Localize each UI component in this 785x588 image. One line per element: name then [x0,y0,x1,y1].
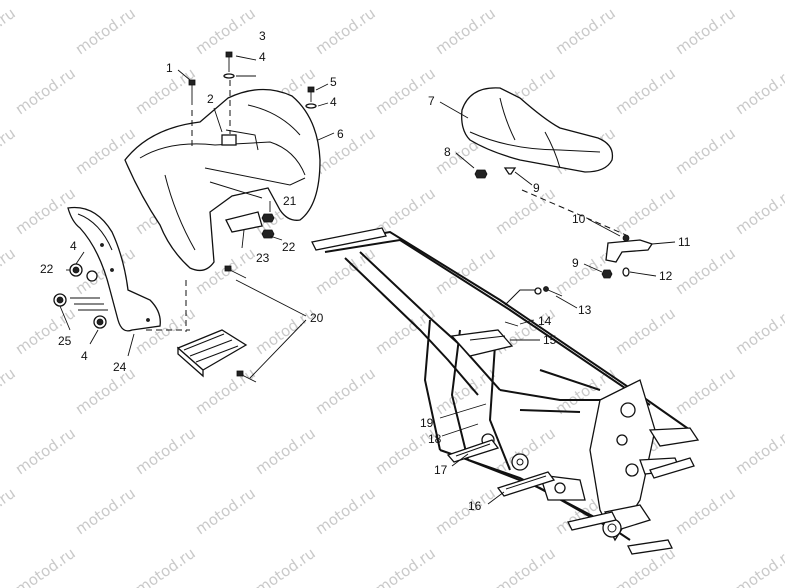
callout-17: 17 [434,463,448,477]
watermark-text: motod.ru [12,544,79,588]
watermark-text: motod.ru [252,544,319,588]
watermark-text: motod.ru [312,484,379,538]
watermark-text: motod.ru [432,244,499,298]
watermark-text: motod.ru [492,184,559,238]
watermark-text: motod.ru [192,484,259,538]
watermark-text: motod.ru [132,544,199,588]
rear-fender [124,88,321,272]
watermark-text: motod.ru [612,184,679,238]
callout-6: 6 [337,127,344,141]
watermark-text: motod.ru [732,304,785,358]
callout-20: 20 [310,311,324,325]
watermark-text: motod.ru [312,364,379,418]
callout-16: 16 [468,499,482,513]
watermark-text: motod.ru [732,64,785,118]
callout-24: 24 [113,360,127,374]
watermark-text: motod.ru [432,4,499,58]
callout-4: 4 [330,95,337,109]
watermark-text: motod.ru [12,424,79,478]
seat-latch [605,239,654,263]
watermark-text: motod.ru [732,424,785,478]
callout-18: 18 [428,432,442,446]
callout-14: 14 [538,314,552,328]
callout-8: 8 [444,145,451,159]
seat [461,87,614,173]
leader-lines [59,55,676,505]
watermark-text: motod.ru [72,484,139,538]
watermark-text: motod.ru [0,244,19,298]
watermark-text: motod.ru [72,364,139,418]
callout-7: 7 [428,94,435,108]
watermark-text: motod.ru [672,364,739,418]
watermark-text: motod.ru [492,304,559,358]
callout-23: 23 [256,251,270,265]
callout-2: 2 [207,92,214,106]
fender-flap [225,211,263,233]
watermark-text: motod.ru [732,544,785,588]
callout-11: 11 [678,235,691,249]
callout-9: 9 [533,181,540,195]
watermark-text: motod.ru [312,124,379,178]
callout-15: 15 [543,333,557,347]
watermark-text: motod.ru [372,64,439,118]
main-frame [311,227,700,542]
callout-4: 4 [259,50,266,64]
watermark-text: motod.ru [672,484,739,538]
callout-4: 4 [70,239,77,253]
footpegs [446,439,695,555]
watermark-text: motod.ru [72,124,139,178]
watermark-text: motod.ru [672,4,739,58]
footrest-plate [176,329,248,378]
callout-13: 13 [578,303,592,317]
callout-25: 25 [58,334,72,348]
watermark-text: motod.ru [492,544,559,588]
watermark-text: motod.ru [312,4,379,58]
watermark-text: motod.ru [252,424,319,478]
watermark-text: motod.ru [0,484,19,538]
watermark-text: motod.ru [372,544,439,588]
callout-12: 12 [659,269,673,283]
watermark-text: motod.ru [0,124,19,178]
watermark-text: motod.ru [72,4,139,58]
watermark-text: motod.ru [0,364,19,418]
watermark-text: motod.ru [192,4,259,58]
watermark-text: motod.ru [132,424,199,478]
watermark-text: motod.ru [312,244,379,298]
watermark-text: motod.ru [612,304,679,358]
watermark-text: motod.ru [612,64,679,118]
callout-9: 9 [572,256,579,270]
callout-3: 3 [259,29,266,43]
callout-19: 19 [420,416,434,430]
callout-21: 21 [283,194,297,208]
watermark-text: motod.ru [672,124,739,178]
watermark-text: motod.ru [552,4,619,58]
watermark-text: motod.ru [432,484,499,538]
watermark-text: motod.ru [12,64,79,118]
callout-numbers: 1 2 3 4 5 4 6 7 8 9 10 11 9 12 13 14 15 … [40,29,691,513]
watermark-text: motod.ru [732,184,785,238]
callout-4: 4 [81,349,88,363]
side-panel [67,206,161,332]
callout-22: 22 [40,262,54,276]
watermark-text: motod.ru [12,304,79,358]
watermark-text: motod.ru [252,304,319,358]
watermark-text: motod.ru [0,4,19,58]
watermark-text: motod.ru [672,244,739,298]
hardware [53,51,630,383]
callout-22: 22 [282,240,296,254]
callout-5: 5 [330,75,337,89]
callout-10: 10 [572,212,586,226]
callout-1: 1 [166,61,173,75]
